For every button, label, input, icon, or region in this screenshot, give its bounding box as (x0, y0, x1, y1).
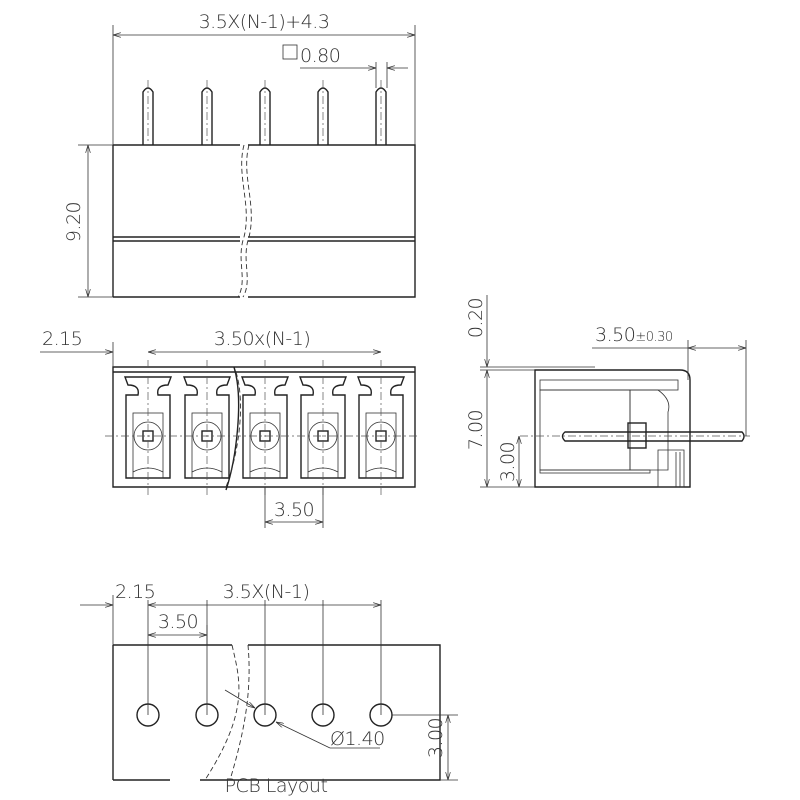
pin-dim: 0.80 (300, 45, 340, 67)
pcb-layout: 2.15 3.5X(N-1) 3.50 Ø1.40 3.00 PCB Layou… (80, 581, 458, 797)
break-line (204, 644, 240, 781)
terminal-cell (298, 376, 348, 479)
pitch-total-dim: 3.50x(N-1) (214, 328, 311, 350)
top-dim: 0.20 (465, 298, 487, 338)
pitch-dim: 3.50 (158, 611, 198, 633)
break-line (237, 144, 247, 298)
height-dim: 9.20 (63, 202, 85, 242)
height-dim: 7.00 (465, 410, 487, 450)
pitch-dim: 3.50 (274, 499, 314, 521)
front-view: 2.15 3.50x(N-1) 3.50 (40, 328, 420, 528)
hole-height-dim: 3.00 (425, 718, 447, 758)
hole-dim: Ø1.40 (330, 728, 385, 750)
pin-height-dim: 3.00 (497, 442, 519, 482)
edge-dim: 2.15 (115, 581, 155, 603)
pcb-layout-title: PCB Layout (225, 775, 328, 797)
terminal-cell (356, 376, 406, 479)
pitch-total-dim: 3.5X(N-1) (223, 581, 310, 603)
top-view: 3.5X(N-1)+4.3 0.80 9.20 (63, 11, 416, 298)
top-body (113, 144, 416, 298)
side-view: 0.20 7.00 3.00 3.50±0.30 (465, 295, 750, 488)
pin (561, 431, 745, 442)
pin-len-dim: 3.50±0.30 (595, 324, 673, 346)
terminal-cell (123, 376, 173, 479)
width-dim: 3.5X(N-1)+4.3 (199, 11, 330, 33)
edge-dim: 2.15 (42, 328, 82, 350)
terminal-cell (182, 376, 232, 479)
pins (142, 80, 387, 145)
square-pin-icon (282, 44, 298, 60)
terminal-cell (240, 376, 290, 479)
